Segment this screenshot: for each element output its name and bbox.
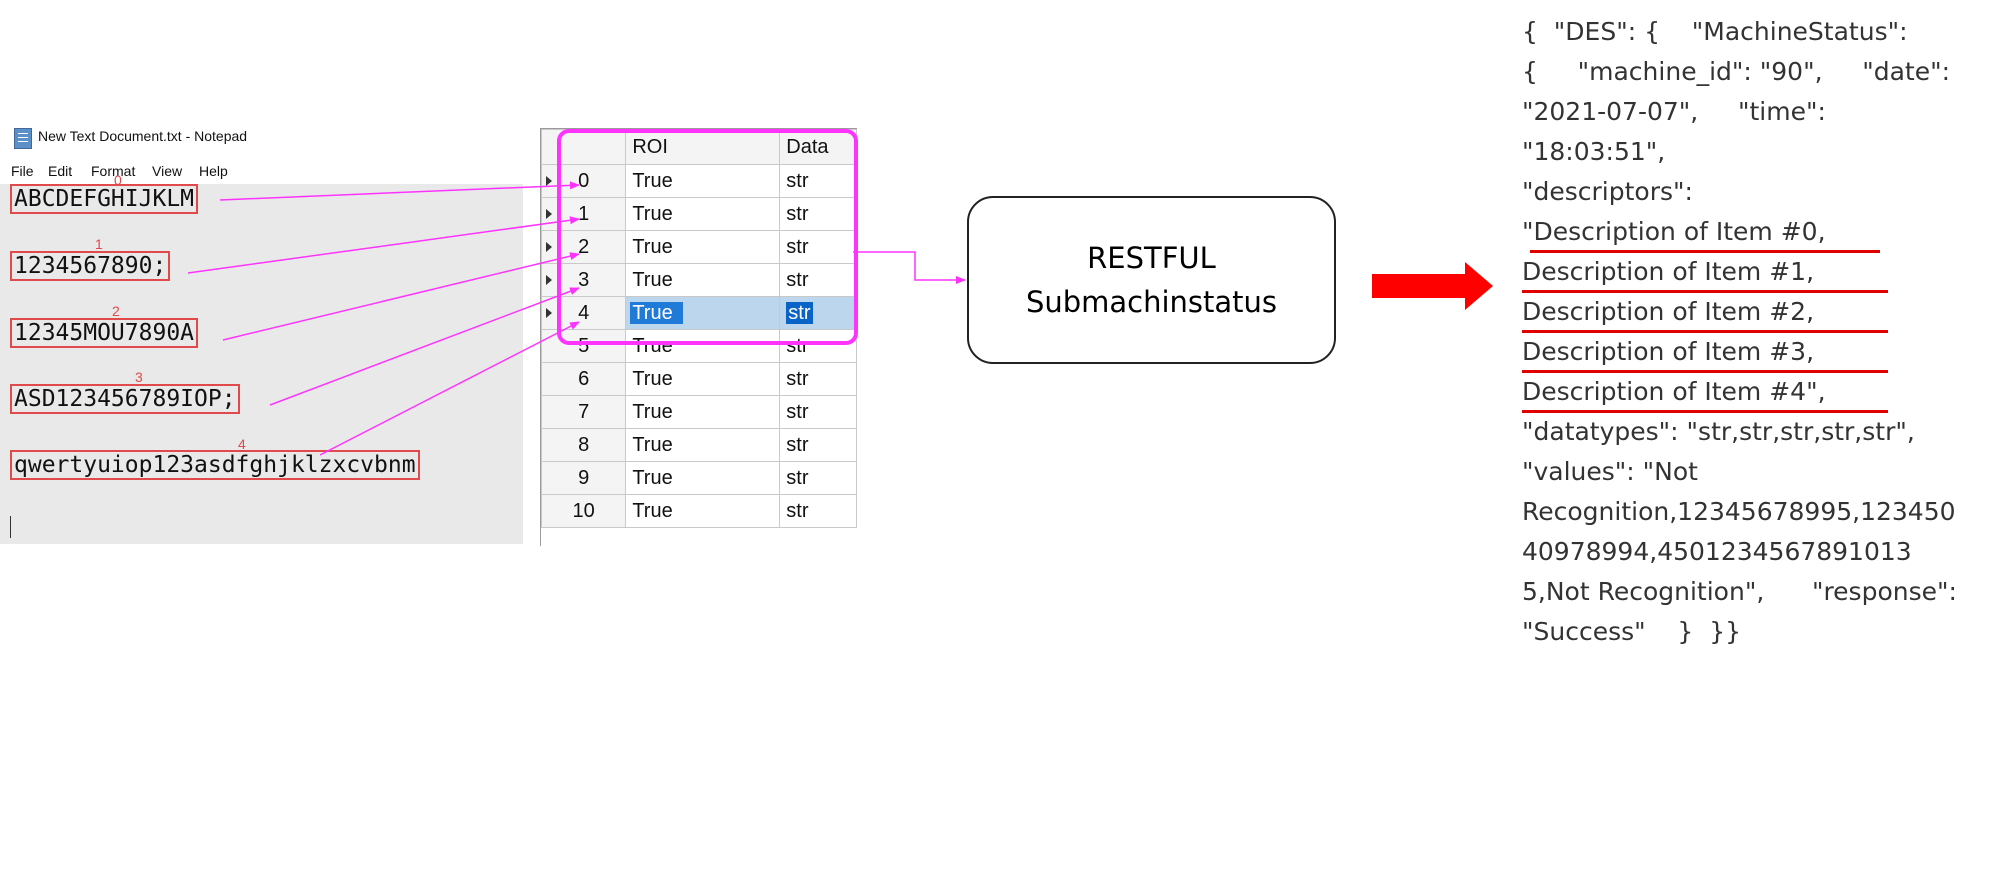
json-line: "datatypes": "str,str,str,str,str",	[1522, 417, 1915, 446]
notepad-screenshot: New Text Document.txt - Notepad File Edi…	[0, 118, 523, 544]
json-line: { "machine_id": "90", "date":	[1522, 57, 1951, 86]
row-index: 10	[572, 499, 595, 522]
table-row[interactable]: 2 True str	[541, 230, 857, 264]
json-line: "Description of Item #0,	[1522, 217, 1826, 246]
cell-type[interactable]: str	[779, 230, 857, 264]
json-line: "2021-07-07", "time":	[1522, 97, 1826, 126]
table-row[interactable]: 10 True str	[541, 494, 857, 528]
json-line: 40978994,4501234567891013	[1522, 537, 1912, 566]
big-red-arrow	[1372, 262, 1493, 310]
notepad-title-bar: New Text Document.txt - Notepad	[0, 118, 523, 158]
row-index: 2	[578, 235, 590, 258]
notepad-line-4: qwertyuiop123asdfghjklzxcvbnm	[10, 450, 420, 480]
json-line: 5,Not Recognition", "response":	[1522, 577, 1957, 606]
json-line: Description of Item #2,	[1522, 297, 1815, 326]
row-index: 3	[578, 268, 590, 291]
data-grid: ROI Data 0 True str 1 True str 2 True st…	[540, 128, 857, 546]
menu-edit[interactable]: Edit	[48, 163, 73, 179]
notepad-icon	[14, 128, 32, 149]
restful-service-box: RESTFUL Submachinstatus	[967, 196, 1336, 364]
cell-type[interactable]: str	[779, 197, 857, 231]
row-index: 1	[578, 202, 590, 225]
json-line: "values": "Not	[1522, 457, 1698, 486]
cell-type[interactable]: str	[779, 461, 857, 495]
cell-type-text: str	[786, 301, 813, 324]
cell-roi[interactable]: True	[625, 428, 781, 462]
json-line: Description of Item #1,	[1522, 257, 1815, 286]
grid-header-row: ROI Data	[541, 129, 857, 165]
grid-header-data[interactable]: Data	[779, 129, 857, 165]
current-row-icon	[546, 308, 552, 318]
notepad-line-0: ABCDEFGHIJKLM	[10, 184, 199, 214]
cell-type[interactable]: str	[779, 263, 857, 297]
row-index: 4	[578, 301, 590, 324]
json-line: Recognition,12345678995,123450	[1522, 497, 1956, 526]
descriptor-underline	[1522, 290, 1888, 293]
notepad-title: New Text Document.txt - Notepad	[38, 128, 248, 144]
row-index: 0	[578, 169, 590, 192]
descriptor-underline	[1522, 370, 1888, 373]
line-index-4: 4	[238, 436, 246, 452]
menu-format[interactable]: Format	[91, 163, 136, 179]
json-response: { "DES": { "MachineStatus": { "machine_id…	[1522, 12, 1957, 652]
line-index-0: 0	[114, 172, 122, 188]
json-line: "Success" } }}	[1522, 617, 1742, 646]
service-line-1: RESTFUL	[1087, 241, 1216, 275]
grid-selection-highlight	[557, 129, 858, 345]
row-arrow-icon	[546, 242, 552, 252]
cell-roi[interactable]: True	[625, 395, 781, 429]
text-caret	[10, 516, 11, 538]
row-index: 5	[578, 334, 590, 357]
table-row[interactable]: 8 True str	[541, 428, 857, 462]
table-row[interactable]: 7 True str	[541, 395, 857, 429]
table-row[interactable]: 6 True str	[541, 362, 857, 396]
row-index: 9	[578, 466, 590, 489]
notepad-menubar: File Edit Format View Help	[0, 158, 523, 184]
grid-to-service-arrow	[853, 251, 966, 284]
cell-roi[interactable]: True	[625, 329, 781, 363]
menu-file[interactable]: File	[11, 163, 34, 179]
table-row[interactable]: 0 True str	[541, 164, 857, 198]
cell-roi[interactable]: True	[625, 362, 781, 396]
line-index-2: 2	[112, 303, 120, 319]
json-line: Description of Item #3,	[1522, 337, 1815, 366]
row-index: 6	[578, 367, 590, 390]
cell-roi[interactable]: True	[625, 461, 781, 495]
cell-type[interactable]: str	[779, 428, 857, 462]
cell-roi[interactable]: True	[625, 230, 781, 264]
notepad-line-2: 12345MOU7890A	[10, 318, 199, 348]
cell-roi-text: True	[630, 301, 683, 324]
cell-roi[interactable]: True	[625, 164, 781, 198]
cell-type[interactable]: str	[779, 395, 857, 429]
row-arrow-icon	[546, 209, 552, 219]
row-arrow-icon	[546, 275, 552, 285]
json-line: { "DES": { "MachineStatus":	[1522, 17, 1908, 46]
json-line: Description of Item #4",	[1522, 377, 1826, 406]
json-line: "18:03:51",	[1522, 137, 1666, 166]
cell-type[interactable]: str	[779, 494, 857, 528]
cell-type[interactable]: str	[779, 329, 857, 363]
cell-roi[interactable]: True	[625, 263, 781, 297]
cell-roi[interactable]: True	[625, 494, 781, 528]
json-line: "descriptors":	[1522, 177, 1693, 206]
row-arrow-icon	[546, 176, 552, 186]
line-index-3: 3	[135, 369, 143, 385]
cell-type[interactable]: str	[779, 362, 857, 396]
descriptor-underline	[1522, 410, 1888, 413]
row-index: 7	[578, 400, 590, 423]
menu-help[interactable]: Help	[199, 163, 228, 179]
table-row[interactable]: 9 True str	[541, 461, 857, 495]
menu-view[interactable]: View	[152, 163, 183, 179]
notepad-line-1: 1234567890;	[10, 251, 171, 281]
grid-header-index	[541, 129, 627, 165]
row-index: 8	[578, 433, 590, 456]
notepad-line-3: ASD123456789IOP;	[10, 384, 240, 414]
service-line-2: Submachinstatus	[1025, 285, 1278, 319]
descriptor-underline	[1530, 250, 1880, 253]
line-index-1: 1	[95, 236, 103, 252]
descriptor-underline	[1522, 330, 1888, 333]
